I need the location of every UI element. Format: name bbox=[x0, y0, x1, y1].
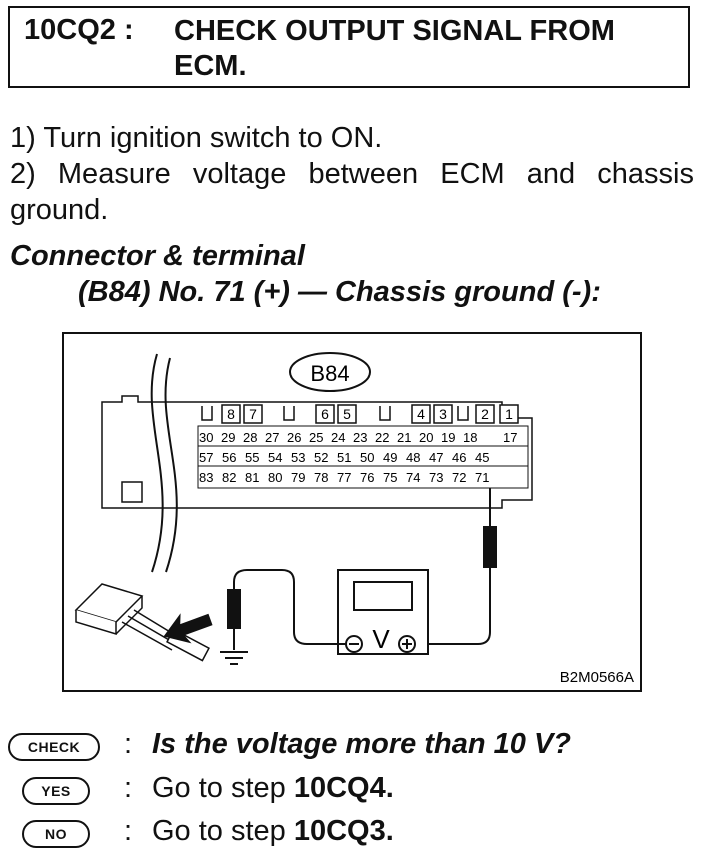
pin-row-2: 57 56 55 54 53 52 51 50 49 48 47 46 45 bbox=[199, 450, 489, 465]
check-badge: CHECK bbox=[8, 733, 100, 761]
yes-badge: YES bbox=[22, 777, 90, 805]
no-answer-text: Go to step bbox=[152, 815, 294, 847]
svg-text:75: 75 bbox=[383, 470, 397, 485]
yes-step-link: 10CQ4. bbox=[293, 772, 394, 804]
svg-text:27: 27 bbox=[265, 430, 279, 445]
svg-text:83: 83 bbox=[199, 470, 213, 485]
svg-text:19: 19 bbox=[441, 430, 455, 445]
svg-text:25: 25 bbox=[309, 430, 323, 445]
instruction-2-continued: ground. bbox=[10, 194, 109, 226]
svg-text:28: 28 bbox=[243, 430, 257, 445]
step-header: 10CQ2 : CHECK OUTPUT SIGNAL FROM ECM. bbox=[8, 6, 690, 88]
connector-id-oval bbox=[289, 352, 371, 392]
step-title: CHECK OUTPUT SIGNAL FROM ECM. bbox=[174, 15, 615, 82]
diagram-frame bbox=[62, 332, 642, 692]
svg-text:48: 48 bbox=[406, 450, 420, 465]
connector-id-label: B84 bbox=[310, 361, 349, 386]
arrow-icon bbox=[163, 613, 213, 644]
no-colon: : bbox=[124, 815, 133, 847]
svg-text:26: 26 bbox=[287, 430, 301, 445]
pin-8-label: 8 bbox=[227, 406, 235, 422]
svg-text:29: 29 bbox=[221, 430, 235, 445]
negative-probe bbox=[227, 569, 346, 650]
svg-text:78: 78 bbox=[314, 470, 328, 485]
instruction-1: 1) Turn ignition switch to ON. bbox=[10, 122, 383, 154]
harness-curves bbox=[150, 353, 178, 573]
no-answer: Go to step 10CQ3. bbox=[152, 815, 394, 848]
svg-text:51: 51 bbox=[337, 450, 351, 465]
svg-text:57: 57 bbox=[199, 450, 213, 465]
svg-text:72: 72 bbox=[452, 470, 466, 485]
instruction-2: 2) Measure voltage between ECM and chass… bbox=[10, 158, 694, 190]
pin-7-label: 7 bbox=[249, 406, 257, 422]
ground-symbol bbox=[220, 651, 248, 665]
svg-text:50: 50 bbox=[360, 450, 374, 465]
step-id: 10CQ2 : bbox=[24, 14, 134, 46]
svg-text:76: 76 bbox=[360, 470, 374, 485]
pin-5-label: 5 bbox=[343, 406, 351, 422]
svg-text:73: 73 bbox=[429, 470, 443, 485]
pin-1-label: 1 bbox=[505, 406, 513, 422]
svg-text:22: 22 bbox=[375, 430, 389, 445]
connector-terminal-detail: (B84) No. 71 (+) — Chassis ground (-): bbox=[78, 276, 601, 308]
svg-text:80: 80 bbox=[268, 470, 282, 485]
svg-text:45: 45 bbox=[475, 450, 489, 465]
svg-text:55: 55 bbox=[245, 450, 259, 465]
top-pin-row bbox=[201, 404, 519, 424]
svg-text:20: 20 bbox=[419, 430, 433, 445]
svg-text:82: 82 bbox=[222, 470, 236, 485]
pin-6-label: 6 bbox=[321, 406, 329, 422]
svg-text:30: 30 bbox=[199, 430, 213, 445]
top-pin-labels: 8 7 6 5 4 3 2 1 bbox=[227, 406, 513, 422]
svg-text:77: 77 bbox=[337, 470, 351, 485]
voltmeter-symbol: V bbox=[372, 624, 390, 654]
yes-answer: Go to step 10CQ4. bbox=[152, 772, 394, 805]
svg-text:49: 49 bbox=[383, 450, 397, 465]
pin-3-label: 3 bbox=[439, 406, 447, 422]
svg-text:54: 54 bbox=[268, 450, 282, 465]
svg-text:52: 52 bbox=[314, 450, 328, 465]
svg-text:56: 56 bbox=[222, 450, 236, 465]
pin-row-1: 30 29 28 27 26 25 24 23 22 21 20 19 18 17 bbox=[199, 430, 517, 445]
svg-text:18: 18 bbox=[463, 430, 477, 445]
svg-text:46: 46 bbox=[452, 450, 466, 465]
positive-probe bbox=[407, 488, 497, 645]
yes-answer-text: Go to step bbox=[152, 772, 294, 804]
no-badge: NO bbox=[22, 820, 90, 848]
svg-text:79: 79 bbox=[291, 470, 305, 485]
svg-text:17: 17 bbox=[503, 430, 517, 445]
wiring-diagram: B84 8 7 6 5 4 3 2 1 bbox=[62, 332, 642, 692]
check-question: Is the voltage more than 10 V? bbox=[152, 728, 571, 760]
pin-2-label: 2 bbox=[481, 406, 489, 422]
pin-row-3: 83 82 81 80 79 78 77 76 75 74 73 72 71 bbox=[199, 470, 489, 485]
svg-text:74: 74 bbox=[406, 470, 420, 485]
figure-code: B2M0566A bbox=[560, 669, 634, 686]
connector-terminal-label: Connector & terminal bbox=[10, 240, 305, 272]
svg-text:81: 81 bbox=[245, 470, 259, 485]
svg-text:53: 53 bbox=[291, 450, 305, 465]
svg-text:23: 23 bbox=[353, 430, 367, 445]
svg-text:21: 21 bbox=[397, 430, 411, 445]
check-colon: : bbox=[124, 728, 133, 760]
pin-4-label: 4 bbox=[417, 406, 425, 422]
svg-text:47: 47 bbox=[429, 450, 443, 465]
yes-colon: : bbox=[124, 772, 133, 804]
svg-text:24: 24 bbox=[331, 430, 345, 445]
no-step-link: 10CQ3. bbox=[293, 815, 394, 847]
svg-text:71: 71 bbox=[475, 470, 489, 485]
pin-grid bbox=[197, 425, 529, 489]
